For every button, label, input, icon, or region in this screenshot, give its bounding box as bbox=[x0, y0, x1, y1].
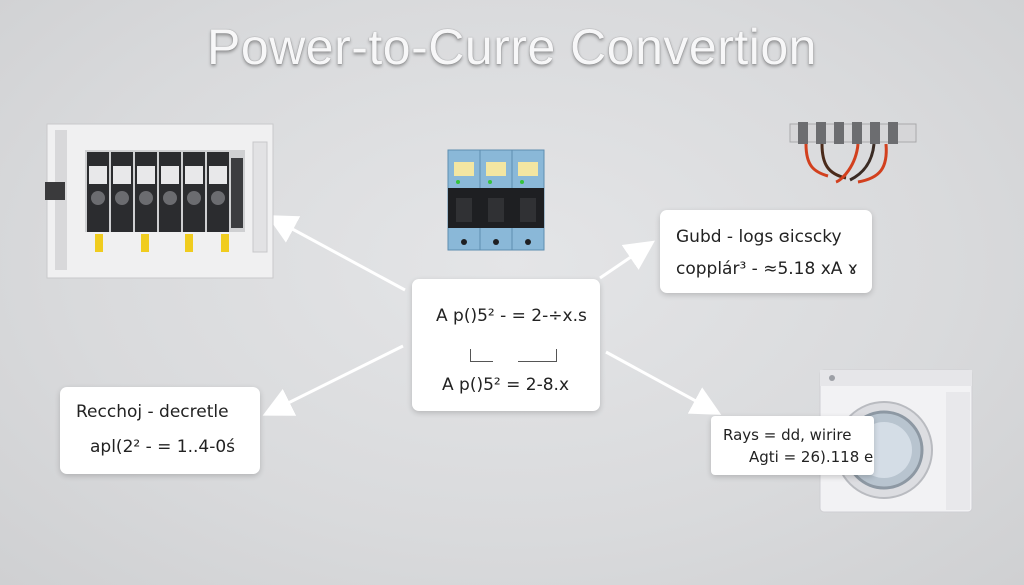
center-bracket-right bbox=[518, 349, 557, 362]
center-formula-line-1: A p()5² - = 2-÷x.s bbox=[436, 306, 587, 326]
bottom-left-info-box: Recchoj - decretle apl(2² - = 1..4-0ś bbox=[60, 387, 260, 474]
bottom-left-line-1: Recchoj - decretle bbox=[76, 402, 229, 422]
bottom-right-info-box: Rays = dd, wirire Agti = 26).118 e bbox=[711, 416, 874, 475]
breaker-panel-icon bbox=[45, 123, 274, 279]
arrow-to-bottom-left-box bbox=[262, 344, 404, 416]
center-formula-box: A p()5² - = 2-÷x.s A p()5² = 2-8.x bbox=[412, 279, 600, 411]
center-formula-line-2: A p()5² = 2-8.x bbox=[442, 375, 570, 395]
arrow-to-top-right-box bbox=[599, 240, 655, 280]
bottom-right-line-2: Agti = 26).118 e bbox=[749, 448, 874, 466]
terminal-block-icon bbox=[789, 122, 917, 184]
arrow-to-bottom-right-box bbox=[605, 350, 722, 415]
circuit-breaker-icon bbox=[447, 149, 545, 251]
top-right-line-1: Gubd - logs ɞicscky bbox=[676, 227, 842, 247]
page-title: Power-to-Curre Convertion bbox=[207, 19, 817, 75]
arrow-to-breaker-panel bbox=[266, 215, 406, 292]
top-right-info-box: Gubd - logs ɞicscky copplár³ - ≈5.18 xA … bbox=[660, 210, 872, 293]
top-right-line-2: copplár³ - ≈5.18 xA ɤ bbox=[676, 259, 858, 279]
bottom-left-line-2: apl(2² - = 1..4-0ś bbox=[90, 437, 236, 457]
center-bracket-left bbox=[470, 349, 493, 362]
bottom-right-line-1: Rays = dd, wirire bbox=[723, 426, 852, 444]
